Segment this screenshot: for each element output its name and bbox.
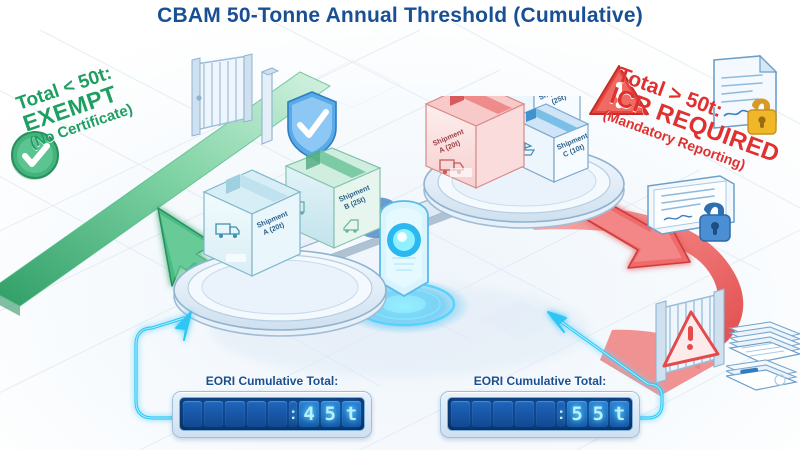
counter-blank-cell <box>225 401 245 427</box>
left-counter-connector <box>134 311 192 420</box>
right-eori-counter: EORI Cumulative Total: : 5 5 t <box>440 374 640 438</box>
balance-scale: ShipmentB (25t) ShipmentA <box>173 96 625 337</box>
truck-icon <box>215 223 240 238</box>
svg-text:Shipment B(25t): Shipment B(25t) <box>537 96 581 110</box>
counter-blank-cell <box>246 401 266 427</box>
counter-blank-cell <box>493 401 513 427</box>
counter-blank-cell <box>204 401 224 427</box>
counter-digit-2: 5 <box>320 401 340 427</box>
counter-blank-cell <box>535 401 555 427</box>
counter-digit-2: 5 <box>588 401 608 427</box>
left-counter-panel: : 4 5 t <box>172 391 372 438</box>
right-counter-connector <box>547 311 664 420</box>
left-scale-pan <box>173 249 387 337</box>
padlock-icon <box>699 202 731 242</box>
counter-blank-cell <box>514 401 534 427</box>
counter-blank-cell <box>472 401 492 427</box>
glowing-pivot-icon <box>338 200 470 334</box>
green-road <box>0 71 331 316</box>
counter-blank-cell <box>451 401 471 427</box>
right-shipment-boxes: Shipment B(25t) ShipmentC (10t) <box>424 96 589 189</box>
counter-digit-1: 5 <box>567 401 587 427</box>
counter-blank-cell <box>183 401 203 427</box>
check-circle-icon <box>11 131 59 180</box>
document-lock-group <box>713 54 778 135</box>
closed-gate-group <box>655 288 725 384</box>
certificate-lock-group <box>647 175 735 242</box>
gate-post-icon <box>260 67 280 145</box>
counter-blank-cell <box>267 401 287 427</box>
counter-unit: t <box>609 401 629 427</box>
warning-triangle-icon <box>589 65 649 115</box>
warning-triangle-icon <box>662 310 720 368</box>
left-shipment-boxes: ShipmentB (25t) ShipmentA <box>202 147 382 277</box>
right-counter-caption: EORI Cumulative Total: <box>473 374 607 388</box>
left-counter-screen: : 4 5 t <box>179 397 365 431</box>
right-counter-screen: : 5 5 t <box>447 397 633 431</box>
counter-separator: : <box>556 401 566 427</box>
page-title: CBAM 50-Tonne Annual Threshold (Cumulati… <box>157 4 643 27</box>
shipment-box-C: ShipmentC (10t) <box>510 103 589 183</box>
shipment-box-A: ShipmentA (20t) <box>424 96 526 189</box>
left-eori-counter: EORI Cumulative Total: : 4 5 t <box>172 374 372 438</box>
open-gate-icon <box>191 53 253 137</box>
shipment-box-A: ShipmentA (20t) <box>202 169 302 277</box>
counter-unit: t <box>341 401 361 427</box>
counter-separator: : <box>288 401 298 427</box>
counter-digit-1: 4 <box>299 401 319 427</box>
right-counter-panel: : 5 5 t <box>440 391 640 438</box>
padlock-icon <box>747 98 777 135</box>
exempt-gate-group <box>191 53 337 159</box>
left-counter-caption: EORI Cumulative Total: <box>205 374 339 388</box>
document-stack-icon <box>726 321 800 391</box>
